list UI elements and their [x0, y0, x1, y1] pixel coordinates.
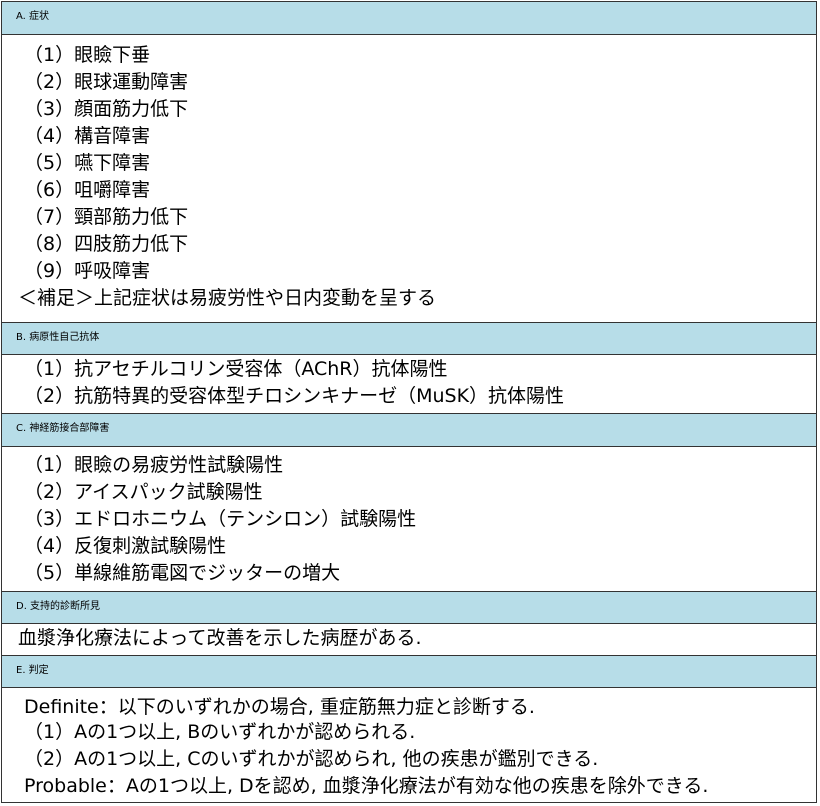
section-c-header: C. 神経筋接合部障害: [1, 413, 817, 447]
section-b-item-2: （2）抗筋特異的受容体型チロシンキナーゼ（MuSK）抗体陽性: [24, 385, 565, 407]
section-d-item-1: 血漿浄化療法によって改善を示した病歴がある.: [18, 627, 422, 649]
section-b-item-1: （1）抗アセチルコリン受容体（AChR）抗体陽性: [24, 358, 448, 380]
section-a-item-2: （2）眼球運動障害: [24, 71, 189, 93]
section-c-item-5: （5）単線維筋電図でジッターの増大: [24, 562, 341, 584]
section-d-header: D. 支持的診断所見: [1, 591, 817, 624]
section-a-item-6: （6）咀嚼障害: [24, 179, 151, 201]
section-c-item-3: （3）エドロホニウム（テンシロン）試験陽性: [24, 508, 417, 530]
section-e-header: E. 判定: [1, 655, 817, 688]
section-e-item-1: （1）Aの1つ以上, Bのいずれかが認められる.: [24, 721, 416, 743]
section-c-item-1: （1）眼瞼の易疲労性試験陽性: [24, 454, 284, 476]
section-a-item-4: （4）構音障害: [24, 125, 151, 147]
section-e-item-2: （2）Aの1つ以上, Cのいずれかが認められ, 他の疾患が鑑別できる.: [24, 748, 599, 770]
section-a-item-9: （9）呼吸障害: [24, 260, 151, 282]
section-e-definite: Definite：以下のいずれかの場合, 重症筋無力症と診断する.: [24, 696, 535, 718]
section-a-item-7: （7）頸部筋力低下: [24, 206, 189, 228]
section-a-item-3: （3）顔面筋力低下: [24, 98, 189, 120]
section-a-item-5: （5）嚥下障害: [24, 152, 151, 174]
section-a-item-1: （1）眼瞼下垂: [24, 44, 151, 66]
section-a-item-8: （8）四肢筋力低下: [24, 233, 189, 255]
section-c-item-4: （4）反復刺激試験陽性: [24, 535, 227, 557]
section-a-header: A. 症状: [1, 1, 817, 35]
section-e-probable: Probable：Aの1つ以上, Dを認め, 血漿浄化療法が有効な他の疾患を除外…: [24, 775, 709, 797]
section-a-note: ＜補足＞上記症状は易疲労性や日内変動を呈する: [18, 287, 437, 309]
section-c-item-2: （2）アイスパック試験陽性: [24, 481, 263, 503]
section-b-header: B. 病原性自己抗体: [1, 322, 817, 355]
